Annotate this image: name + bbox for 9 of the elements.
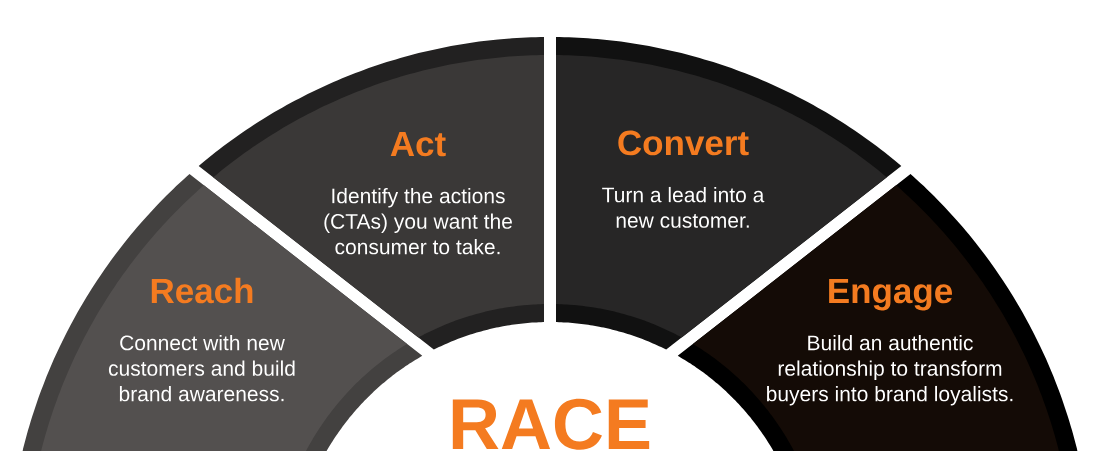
segment-description: Build an authentic relationship to transform buyers into brand loyalists.: [767, 334, 1013, 406]
title: RACE: [452, 398, 650, 450]
segment-description: Turn a lead into a new customer.: [602, 186, 765, 228]
segment-description: Connect with new customers and build brand awareness.: [108, 334, 295, 402]
segment-heading: Engage: [829, 278, 953, 311]
segment-heading: Convert: [618, 130, 749, 156]
segment-heading: Act: [390, 131, 446, 157]
segment-heading: Reach: [151, 277, 253, 304]
segment-description: Identify the actions (CTAs) you want the consumer to take.: [324, 187, 512, 255]
